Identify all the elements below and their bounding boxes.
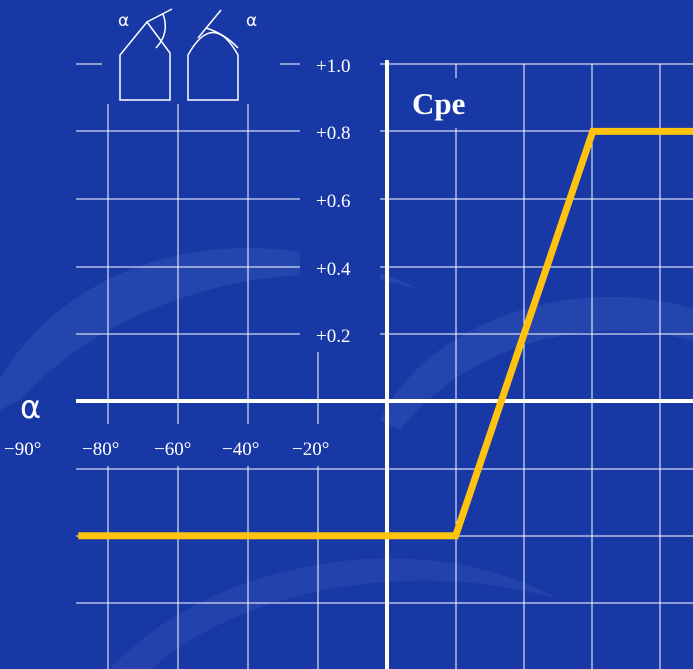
background-swirls [0,248,693,669]
x-tick-label-1: −90° [4,439,41,460]
grid [76,63,693,669]
diagram-backdrop [102,4,280,104]
x-tick-label-3: −60° [154,439,191,460]
roof-diagram-icon [119,8,173,101]
label-backgrounds [0,4,500,466]
y-tick-labels: +1.0 +0.8 +0.6 +0.4 +0.2 [316,56,351,347]
roof-diagram-icon [187,9,239,101]
chart-title: Cpe [412,86,465,121]
x-axis-label: α [20,388,41,426]
y-tick-label-1: +1.0 [316,56,350,77]
series-line-cpe [78,127,693,540]
x-labels-backdrop [0,424,352,466]
roof-angle-diagrams: α α [118,8,257,101]
x-tick-labels: −90° −80° −60° −40° −20° [4,439,329,460]
title-backdrop [404,78,500,128]
axes [76,60,693,669]
x-tick-label-5: −20° [292,439,329,460]
y-tick-label-5: +0.2 [316,326,350,347]
y-tick-label-4: +0.4 [316,259,351,280]
swirl-arc-bottom [109,558,560,669]
swirl-arc-left [0,248,420,410]
y-labels-backdrop [300,48,380,352]
swirl-arc-right [380,296,693,430]
x-tick-label-4: −40° [222,439,259,460]
y-tick-label-2: +0.8 [316,123,350,144]
x-tick-label-2: −80° [82,439,119,460]
y-tick-label-3: +0.6 [316,191,350,212]
diagram-alpha-left: α [118,11,129,31]
diagram-alpha-right: α [246,11,257,31]
